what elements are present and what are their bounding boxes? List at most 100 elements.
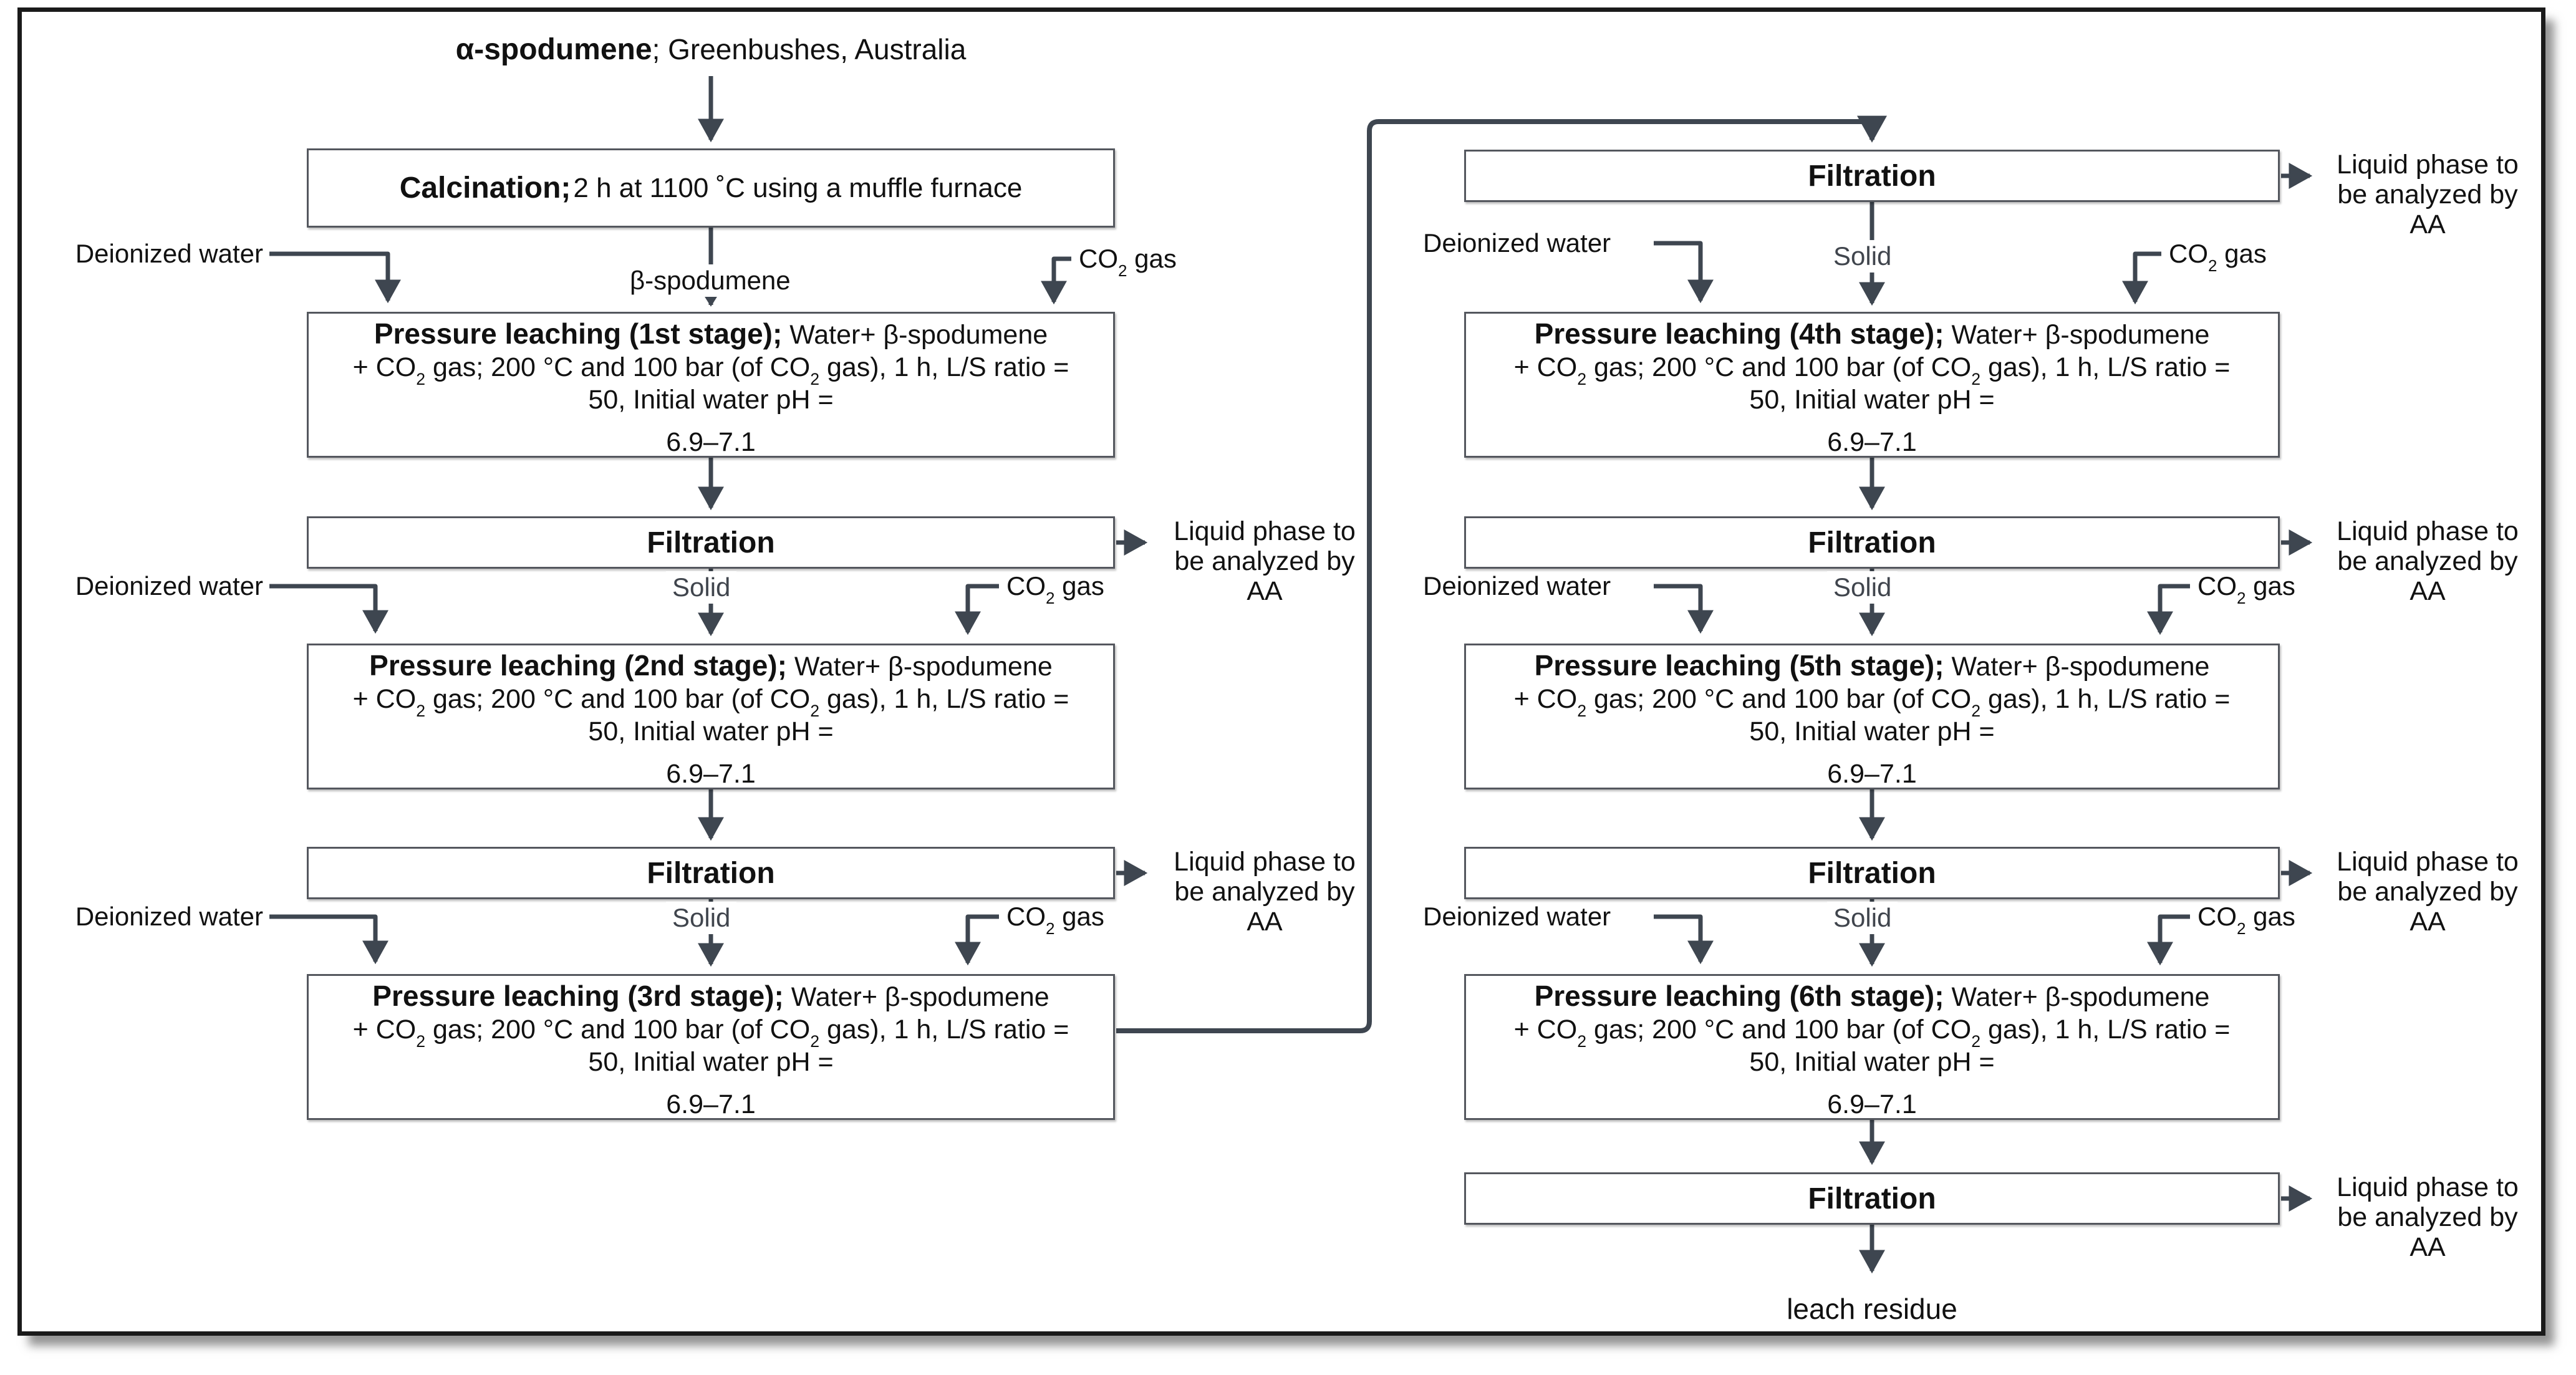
- deionized-water-text: Deionized water: [1423, 228, 1611, 258]
- liquid-phase-label-3: Liquid phase to be analyzed by AA: [2307, 150, 2548, 239]
- co2-subscript: 2: [1577, 702, 1587, 721]
- co2-subscript: 2: [1577, 1032, 1587, 1051]
- arrow-co2-gas-5: [2147, 584, 2190, 635]
- liquid-phase-line1: Liquid phase to: [2337, 516, 2519, 546]
- arrow-co2-gas-2: [955, 584, 999, 635]
- co2-text: CO: [2169, 239, 2208, 268]
- liquid-phase-line3: AA: [2410, 210, 2446, 239]
- solid-label-5: Solid: [1827, 902, 1898, 934]
- co2-gas-label-6: CO2 gas: [2197, 900, 2295, 937]
- stage-body-line4: 6.9–7.1: [666, 759, 756, 789]
- co2-subscript: 2: [1971, 1032, 1981, 1051]
- co2-text: CO: [2197, 571, 2237, 601]
- co2-gas-text: gas: [1127, 244, 1177, 273]
- stage-body-line1: Water+ β-spodumene: [1944, 982, 2210, 1012]
- solid-text: Solid: [1833, 903, 1892, 932]
- leach-residue-label: leach residue: [1685, 1292, 2059, 1326]
- stage1-heading: Pressure leaching (1st stage);: [374, 317, 783, 350]
- stage-body-line3: 50, Initial water pH =: [1749, 1047, 1995, 1077]
- stage3-heading: Pressure leaching (3rd stage);: [372, 980, 784, 1012]
- stage-body-line3: 50, Initial water pH =: [588, 716, 834, 746]
- co2-gas-text: gas: [1054, 571, 1104, 601]
- filtration-box-1: Filtration: [307, 516, 1115, 569]
- co2-subscript: 2: [416, 370, 426, 389]
- stage-body-line1: Water+ β-spodumene: [783, 982, 1049, 1012]
- co2-gas-text: gas: [1054, 902, 1104, 931]
- liquid-phase-line2: be analyzed by: [1174, 877, 1355, 907]
- co2-gas-label-1: CO2 gas: [1079, 243, 1177, 279]
- liquid-phase-label-5: Liquid phase to be analyzed by AA: [2307, 847, 2548, 937]
- co2-text: CO: [1006, 571, 1046, 601]
- stage-body-line2: + CO: [1513, 1015, 1578, 1045]
- pressure-leaching-stage1-box: Pressure leaching (1st stage); Water+ β-…: [307, 312, 1115, 458]
- arrow-co2-gas-1: [1041, 256, 1071, 305]
- stage-body-line2c: gas), 1 h, L/S ratio =: [1980, 1015, 2231, 1045]
- deionized-water-label-3: Deionized water: [39, 900, 263, 933]
- filtration-box-6: Filtration: [1464, 1172, 2280, 1225]
- arrow-deionized-water-3: [269, 914, 388, 965]
- co2-gas-label-2: CO2 gas: [1006, 570, 1104, 606]
- liquid-phase-line3: AA: [1247, 576, 1283, 606]
- stage-body-line2c: gas), 1 h, L/S ratio =: [819, 1015, 1069, 1045]
- arrow-deionized-water-2: [269, 584, 388, 634]
- filtration-label: Filtration: [1808, 526, 1936, 559]
- co2-gas-text: gas: [2217, 239, 2267, 268]
- pressure-leaching-stage2-box: Pressure leaching (2nd stage); Water+ β-…: [307, 644, 1115, 789]
- stage-body-line3: 50, Initial water pH =: [588, 385, 834, 415]
- liquid-phase-line2: be analyzed by: [2337, 877, 2518, 907]
- pressure-leaching-stage6-box: Pressure leaching (6th stage); Water+ β-…: [1464, 974, 2280, 1120]
- filtration-box-3: Filtration: [1464, 150, 2280, 202]
- arrow-deionized-water-5: [1654, 584, 1714, 634]
- stage-body-line3: 50, Initial water pH =: [1749, 385, 1995, 415]
- stage-body-line3: 50, Initial water pH =: [1749, 716, 1995, 746]
- liquid-phase-line1: Liquid phase to: [1174, 516, 1356, 546]
- arrow-deionized-water-1: [269, 251, 401, 304]
- co2-subscript: 2: [416, 1032, 426, 1051]
- filtration-box-2: Filtration: [307, 847, 1115, 899]
- liquid-phase-label-1: Liquid phase to be analyzed by AA: [1152, 516, 1377, 606]
- stage-body-line2b: gas; 200 °C and 100 bar (of CO: [1586, 1015, 1972, 1045]
- pressure-leaching-stage4-box: Pressure leaching (4th stage); Water+ β-…: [1464, 312, 2280, 458]
- solid-text: Solid: [1833, 572, 1892, 602]
- co2-subscript: 2: [1577, 370, 1587, 389]
- deionized-water-label-2: Deionized water: [39, 570, 263, 602]
- stage-body-line1: Water+ β-spodumene: [1944, 320, 2210, 350]
- co2-gas-label-4: CO2 gas: [2169, 238, 2267, 274]
- liquid-phase-line3: AA: [2410, 1232, 2446, 1262]
- solid-label-2: Solid: [666, 571, 737, 604]
- co2-gas-text: gas: [2246, 571, 2295, 601]
- filtration-label: Filtration: [647, 526, 775, 559]
- deionized-water-label-5: Deionized water: [1423, 570, 1647, 602]
- stage-body-line1: Water+ β-spodumene: [786, 652, 1053, 682]
- pressure-leaching-stage3-box: Pressure leaching (3rd stage); Water+ β-…: [307, 974, 1115, 1120]
- co2-subscript: 2: [1046, 589, 1055, 608]
- liquid-phase-line2: be analyzed by: [2337, 546, 2518, 576]
- stage-body-line2c: gas), 1 h, L/S ratio =: [1980, 684, 2231, 714]
- co2-subscript: 2: [2237, 589, 2246, 608]
- diagram-frame-border: [17, 7, 2545, 1336]
- stage-body-line2b: gas; 200 °C and 100 bar (of CO: [1586, 684, 1972, 714]
- stage-body-line4: 6.9–7.1: [1827, 1089, 1917, 1119]
- stage-body-line2c: gas), 1 h, L/S ratio =: [1980, 352, 2231, 382]
- stage-body-line2b: gas; 200 °C and 100 bar (of CO: [425, 684, 811, 714]
- stage-body-line4: 6.9–7.1: [1827, 759, 1917, 789]
- stage-body-line2c: gas), 1 h, L/S ratio =: [819, 352, 1069, 382]
- liquid-phase-line3: AA: [1247, 907, 1283, 937]
- liquid-phase-line2: be analyzed by: [1174, 546, 1355, 576]
- stage-body-line4: 6.9–7.1: [666, 1089, 756, 1119]
- stage2-heading: Pressure leaching (2nd stage);: [369, 649, 787, 682]
- liquid-phase-line2: be analyzed by: [2337, 180, 2518, 210]
- stage-body-line2b: gas; 200 °C and 100 bar (of CO: [1586, 352, 1972, 382]
- stage-body-line4: 6.9–7.1: [1827, 427, 1917, 457]
- co2-text: CO: [1006, 902, 1046, 931]
- solid-label-3: Solid: [1827, 571, 1898, 604]
- deionized-water-text: Deionized water: [75, 571, 263, 601]
- solid-label-1: Solid: [1827, 240, 1898, 273]
- diagram-title: α-spodumene; Greenbushes, Australia: [150, 32, 1272, 67]
- pressure-leaching-stage5-box: Pressure leaching (5th stage); Water+ β-…: [1464, 644, 2280, 789]
- arrow-deionized-water-4: [1654, 241, 1714, 304]
- beta-spodumene-text: β-spodumene: [630, 266, 791, 295]
- co2-subscript: 2: [416, 702, 426, 721]
- arrow-co2-gas-4: [2122, 251, 2161, 305]
